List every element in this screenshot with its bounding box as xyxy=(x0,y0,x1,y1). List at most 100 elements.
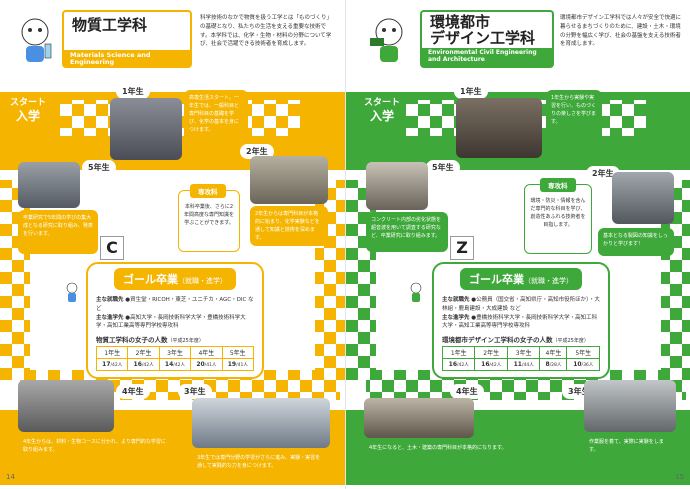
senmon-text: 本科卒業後、さらに2年間高度な専門知識を学ぶことができます。 xyxy=(184,204,235,226)
grade4-photo xyxy=(364,398,474,438)
mascot-logo-icon xyxy=(21,18,52,62)
schools-text: ●豊橋技術科学大学・長岡技術科学大学・高知工科大学・高知工業高等専門学校専攻科 xyxy=(442,314,598,330)
table-header: 5年生 xyxy=(566,346,600,360)
grade4-caption: 4年生になると、土木・建築の専門科目が本格的になります。 xyxy=(364,440,540,474)
goal-jobs: 主な就職先 ●公務員（国交省・高知県庁・高知市役所ほか）・大林組・鹿島建設・大成… xyxy=(442,296,600,314)
title-line2: デザイン工学科 xyxy=(430,28,536,47)
grade1-photo xyxy=(110,98,182,160)
goal-title: ゴール卒業 xyxy=(469,273,524,286)
mascot-logo-icon xyxy=(370,18,403,62)
grade5-label: 5年生 xyxy=(82,160,116,175)
right-page: 環境都市 デザイン工学科 Environmental Civil Enginee… xyxy=(345,0,690,489)
description: 科学技術のなかで物質を扱う工学とは「ものづくり」の基礎となり、私たちの生活を支え… xyxy=(200,15,333,48)
table-cell: 16/42人 xyxy=(441,358,476,372)
grade2-photo xyxy=(250,156,328,204)
table-header: 4年生 xyxy=(190,346,223,360)
jobs-text: ●資生堂・RICOH・東芝・ユニチカ・AGC・DIC など xyxy=(96,297,254,312)
grade4-label: 4年生 xyxy=(116,384,150,399)
title-box: 物質工学科 Materials Science and Engineering xyxy=(62,10,192,68)
grade2-label: 2年生 xyxy=(586,166,620,181)
girls-table: 1年生 2年生 3年生 4年生 5年生 17/42人 16/42人 14/42人… xyxy=(95,346,255,372)
grade3-photo xyxy=(584,380,676,432)
subtitle-en: Materials Science and Engineering xyxy=(64,50,190,66)
goal-title-sub: （就職・進学） xyxy=(178,277,227,285)
jobs-text: ●公務員（国交省・高知県庁・高知市役所ほか）・大林組・鹿島建設・大成建設 など xyxy=(442,297,600,312)
grade2-photo xyxy=(612,172,674,224)
grade5-photo xyxy=(18,162,80,208)
grade1-label: 1年生 xyxy=(116,84,150,99)
goal-jobs: 主な就職先 ●資生堂・RICOH・東芝・ユニチカ・AGC・DIC など xyxy=(96,296,254,314)
table-cell: 19/41人 xyxy=(221,358,255,372)
senmon-text: 環境・防災・情報を含んだ専門的な科目を学び、創造性あふれる技術者を目指します。 xyxy=(530,198,586,228)
goal-panel: ゴール卒業（就職・進学） 主な就職先 ●公務員（国交省・高知県庁・高知市役所ほか… xyxy=(432,262,610,380)
goal-schools: 主な進学先 ●豊橋技術科学大学・長岡技術科学大学・高知工科大学・高知工業高等専門… xyxy=(442,314,600,332)
mascot-icon xyxy=(66,282,78,302)
table-header: 2年生 xyxy=(127,346,160,360)
goal-title-sub: （就職・進学） xyxy=(524,277,573,285)
table-header: 4年生 xyxy=(539,346,568,360)
jobs-label: 主な就職先 xyxy=(442,297,470,303)
table-cell: 10/36人 xyxy=(566,358,600,372)
grade4-caption: 4年生からは、材料・生物コースに分かれ、より専門的な学習に取り組みます。 xyxy=(18,434,174,470)
description: 環境都市デザイン工学科では人々が安全で快適に暮らせるまちづくりのために、建設・土… xyxy=(560,15,682,48)
senmon-box: 本科卒業後、さらに2年間高度な専門知識を学ぶことができます。 xyxy=(178,190,240,252)
grade5-photo xyxy=(366,162,428,210)
grade2-caption: 基本となる製図の知識をしっかりと学びます！ xyxy=(598,228,674,256)
goal-panel: ゴール卒業（就職・進学） 主な就職先 ●資生堂・RICOH・東芝・ユニチカ・AG… xyxy=(86,262,264,380)
table-title-text: 環境都市デザイン工学科の女子の人数 xyxy=(442,336,553,345)
table-header: 1年生 xyxy=(441,346,476,360)
table-note: （平成25年度） xyxy=(167,338,204,345)
letter-mark: C xyxy=(100,236,124,260)
senmon-label: 専攻科 xyxy=(190,184,226,198)
senmon-box: 環境・防災・情報を含んだ専門的な科目を学び、創造性あふれる技術者を目指します。 xyxy=(524,184,592,254)
grade3-label: 3年生 xyxy=(178,384,212,399)
grade2-label: 2年生 xyxy=(240,144,274,159)
start-bottom: 入学 xyxy=(370,108,395,123)
senmon-label: 専攻科 xyxy=(540,178,576,192)
table-note: （平成25年度） xyxy=(552,338,589,345)
jobs-label: 主な就職先 xyxy=(96,297,124,303)
left-page: 物質工学科 Materials Science and Engineering … xyxy=(0,10,345,485)
grade2-caption: 2年生からは専門科目が本格的に始まり、化学実験などを通して知識と技術を深めます。 xyxy=(250,206,328,246)
start-bottom: 入学 xyxy=(16,108,41,123)
table-cell: 14/42人 xyxy=(158,358,192,372)
table-cell: 16/42人 xyxy=(127,358,160,372)
start-label: スタート 入学 xyxy=(364,98,400,123)
grade1-photo xyxy=(456,98,542,158)
grade1-caption: 高専生活スタート。一年生では、一般科目と専門科目の基礎を学び、化学の基本を身につ… xyxy=(184,90,248,154)
page-number: 15 xyxy=(675,473,684,481)
table-cell: 11/44人 xyxy=(506,358,541,372)
table-cell: 8/28人 xyxy=(539,358,568,372)
schools-label: 主な進学先 xyxy=(96,314,124,321)
table-header: 5年生 xyxy=(221,346,255,360)
grade5-label: 5年生 xyxy=(426,160,460,175)
table-cell: 17/42人 xyxy=(95,358,129,372)
grade3-photo xyxy=(192,398,330,448)
title-line1: 環境都市 xyxy=(430,13,491,31)
grade4-label: 4年生 xyxy=(450,384,484,399)
start-label: スタート 入学 xyxy=(10,98,46,123)
table-cell: 20/41人 xyxy=(190,358,223,372)
page-title: 物質工学科 xyxy=(72,16,148,34)
table-header: 3年生 xyxy=(506,346,541,360)
grade4-photo xyxy=(18,380,114,432)
table-title: 環境都市デザイン工学科の女子の人数（平成25年度） xyxy=(442,334,600,344)
schools-text: ●高知大学・長岡技術科学大学・豊橋技術科学大学・高知工業高等専門学校専攻科 xyxy=(96,314,246,330)
mascot-icon xyxy=(410,282,422,302)
table-header: 3年生 xyxy=(158,346,192,360)
letter-mark: Z xyxy=(450,236,474,260)
grade1-caption: 1年生から実験や実習を行い、ものづくりの楽しさを学びます。 xyxy=(546,90,602,160)
goal-heading: ゴール卒業（就職・進学） xyxy=(114,268,236,290)
goal-title: ゴール卒業 xyxy=(123,273,178,286)
page-number: 14 xyxy=(6,473,15,481)
girls-table: 1年生 2年生 3年生 4年生 5年生 16/42人 16/42人 11/44人… xyxy=(441,346,600,372)
start-top: スタート xyxy=(10,98,47,108)
title-box: 環境都市 デザイン工学科 Environmental Civil Enginee… xyxy=(420,10,554,68)
table-header: 1年生 xyxy=(95,346,129,360)
table-title-text: 物質工学科の女子の人数 xyxy=(96,336,168,345)
grade5-caption: 卒業研究で5年間の学びの集大成となる研究に取り組み、発表を行います。 xyxy=(18,210,98,254)
goal-heading: ゴール卒業（就職・進学） xyxy=(460,268,582,290)
start-top: スタート xyxy=(364,98,401,108)
table-cell: 16/42人 xyxy=(474,358,508,372)
table-header: 2年生 xyxy=(474,346,508,360)
